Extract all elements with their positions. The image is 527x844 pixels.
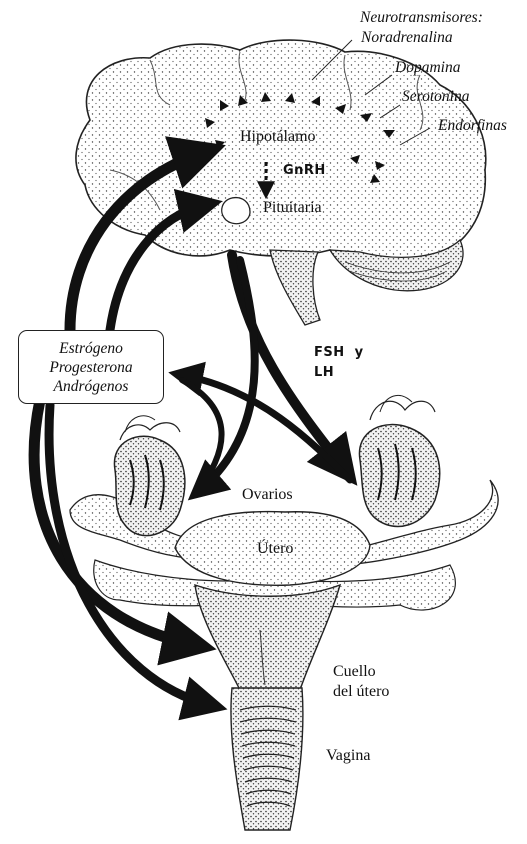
- neurotransmitter-serotonin: Serotonina: [402, 88, 469, 105]
- gnrh-label: GnRH: [283, 164, 326, 178]
- hormones-box: Estrógeno Progesterona Andrógenos: [18, 330, 164, 404]
- ovaries-label: Ovarios: [242, 486, 293, 504]
- hormone-estrogen: Estrógeno: [19, 339, 163, 358]
- fsh-label: FSH y: [314, 346, 364, 360]
- neurotransmitter-dopamine: Dopamina: [395, 59, 460, 76]
- uterus-label: Útero: [257, 540, 293, 558]
- left-ovary: [114, 436, 184, 535]
- hormone-progesterone: Progesterona: [19, 358, 163, 377]
- pituitary-label: Pituitaria: [263, 199, 322, 217]
- hypothalamus-label: Hipotálamo: [240, 128, 316, 146]
- cervix-label-line2: del útero: [333, 683, 389, 701]
- right-ovary: [359, 425, 439, 527]
- lh-label: LH: [314, 366, 334, 380]
- cervix-label-line1: Cuello: [333, 663, 376, 681]
- hormone-androgens: Andrógenos: [19, 377, 163, 396]
- neurotransmitter-endorphins: Endorfinas: [438, 117, 507, 134]
- neurotransmitter-noradrenaline: Noradrenalina: [361, 29, 453, 46]
- ovary-to-box-arrows: [182, 375, 350, 495]
- neurotransmitters-heading: Neurotransmisores:: [360, 9, 483, 26]
- vagina-label: Vagina: [326, 747, 370, 765]
